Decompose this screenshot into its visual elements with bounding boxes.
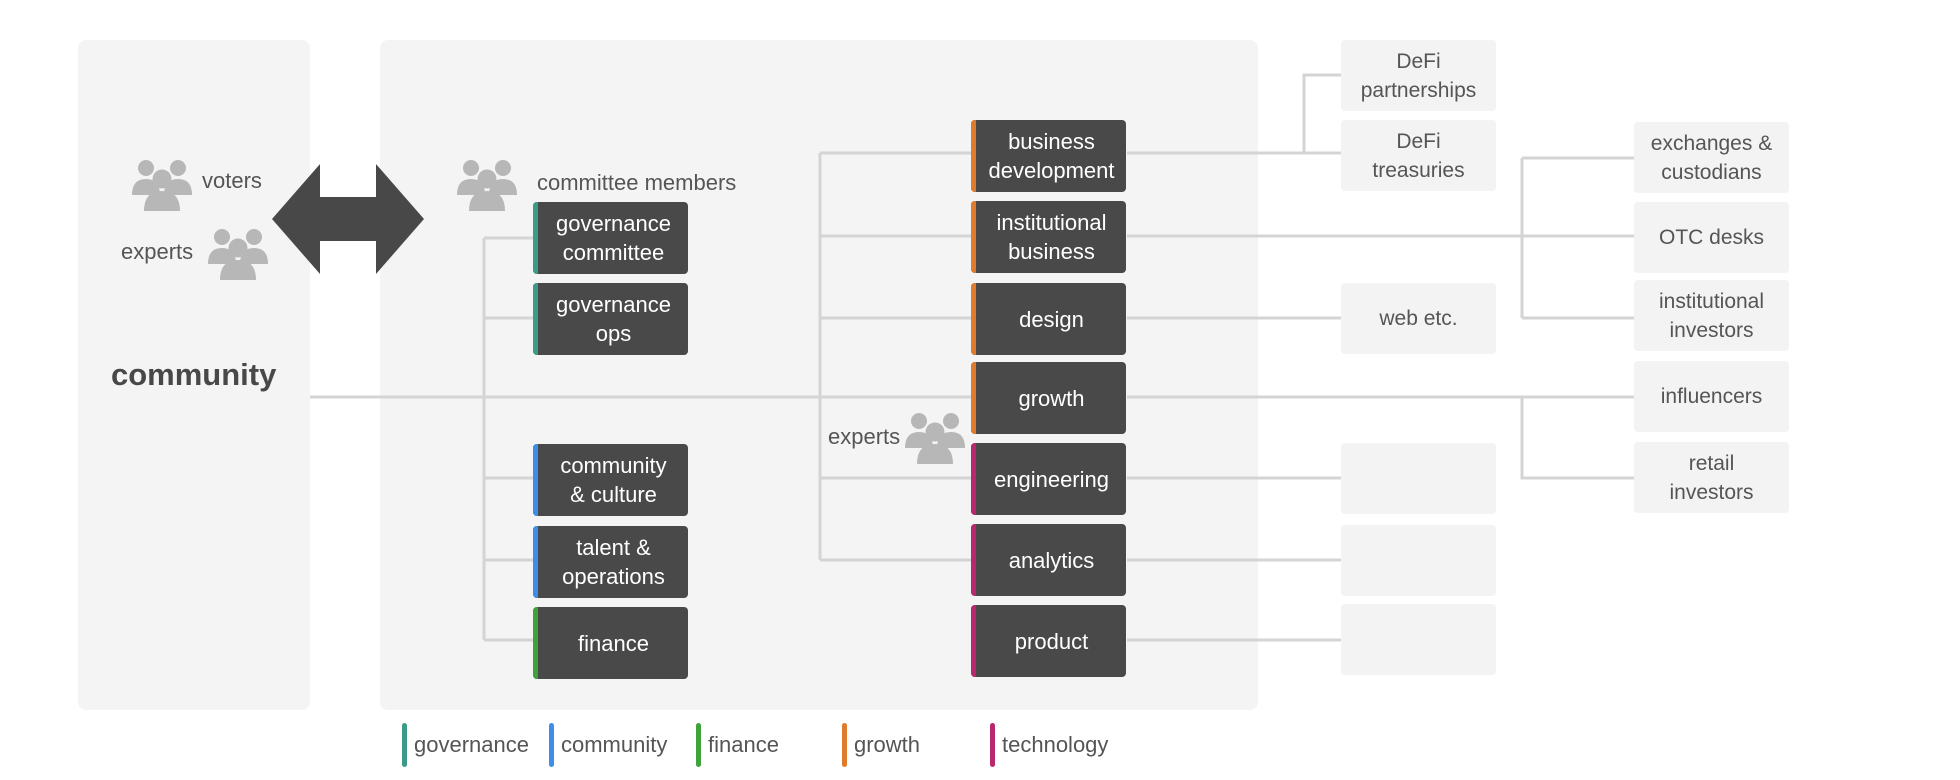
legend-label: growth xyxy=(854,732,921,757)
legend-swatch xyxy=(402,723,407,767)
team-box[interactable]: institutional business xyxy=(971,201,1126,273)
committee-box[interactable]: governance committee xyxy=(533,202,688,274)
committee-label: finance xyxy=(578,630,649,656)
team-label: analytics xyxy=(1008,547,1095,573)
people-icon xyxy=(457,160,517,211)
team-box[interactable]: design xyxy=(971,283,1126,355)
legend-label: community xyxy=(561,732,668,757)
people-icon xyxy=(132,160,192,211)
committee-members-label: committee members xyxy=(537,170,737,195)
team-label: business development xyxy=(988,129,1115,183)
legend-item-technology: technology xyxy=(990,722,1108,768)
legend-swatch xyxy=(842,723,847,767)
team-box[interactable]: product xyxy=(971,605,1126,677)
team-label: growth xyxy=(1018,385,1085,411)
team-box[interactable]: business development xyxy=(971,120,1126,192)
link-growth-trunk xyxy=(1520,397,1636,480)
team-label: institutional business xyxy=(996,210,1107,264)
people-icon xyxy=(208,229,268,280)
external-box: web etc. xyxy=(1341,283,1496,354)
legend-swatch xyxy=(549,723,554,767)
people-icon xyxy=(905,413,965,464)
team-label: design xyxy=(1019,306,1084,332)
committee-label: talent & operations xyxy=(562,535,665,589)
team-box[interactable]: engineering xyxy=(971,443,1126,515)
committee-box[interactable]: governance ops xyxy=(533,283,688,355)
external-box xyxy=(1341,525,1496,596)
external-box: exchanges & custodians xyxy=(1634,122,1789,193)
legend-swatch xyxy=(696,723,701,767)
legend-item-community: community xyxy=(549,722,667,768)
committee-label: community & culture xyxy=(560,453,667,507)
legend-label: technology xyxy=(1002,732,1109,757)
legend-label: finance xyxy=(708,732,779,757)
external-box: influencers xyxy=(1634,361,1789,432)
team-label: engineering xyxy=(994,466,1109,492)
team-box[interactable]: analytics xyxy=(971,524,1126,596)
external-box: DeFi treasuries xyxy=(1341,120,1496,191)
committee-label: governance ops xyxy=(556,292,671,346)
community-title: community xyxy=(111,357,277,392)
double-arrow-icon xyxy=(272,164,424,274)
community-panel xyxy=(78,40,310,710)
legend-swatch xyxy=(990,723,995,767)
team-label: product xyxy=(1014,628,1089,654)
community-experts-label: experts xyxy=(121,239,194,264)
committee-box[interactable]: finance xyxy=(533,607,688,679)
legend-item-governance: governance xyxy=(402,722,529,768)
voters-label: voters xyxy=(202,168,262,193)
legend-item-growth: growth xyxy=(842,722,920,768)
external-box: institutional investors xyxy=(1634,280,1789,351)
external-box: retail investors xyxy=(1634,442,1789,513)
external-box xyxy=(1341,604,1496,675)
link-bd-defi xyxy=(1127,73,1342,155)
external-box xyxy=(1341,443,1496,514)
legend-item-finance: finance xyxy=(696,722,779,768)
committee-box[interactable]: community & culture xyxy=(533,444,688,516)
experts-label: experts xyxy=(828,424,901,449)
link-inst-trunk xyxy=(1520,156,1636,320)
team-box[interactable]: growth xyxy=(971,362,1126,434)
external-box: OTC desks xyxy=(1634,202,1789,273)
legend-label: governance xyxy=(414,732,529,757)
committee-box[interactable]: talent & operations xyxy=(533,526,688,598)
external-box: DeFi partnerships xyxy=(1341,40,1496,111)
committee-label: governance committee xyxy=(556,211,671,265)
